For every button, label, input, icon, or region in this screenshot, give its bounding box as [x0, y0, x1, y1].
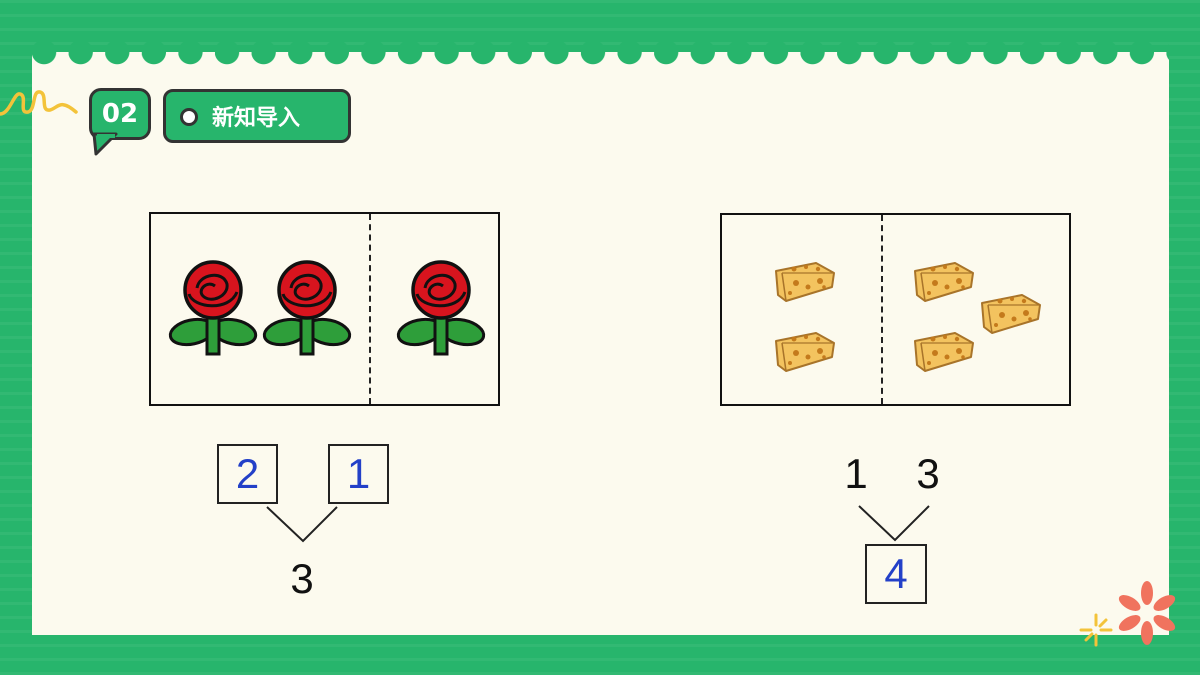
bond-left-part-value: 1 [844, 450, 868, 497]
bond-whole-box[interactable]: 4 [865, 544, 927, 604]
panel-divider [369, 214, 371, 404]
bullet-dot-icon [180, 108, 198, 126]
cheese-icon [978, 291, 1044, 341]
bond-right-part-value: 1 [346, 450, 371, 497]
cheese-icon [911, 259, 977, 309]
sparkle-decoration-icon [1079, 613, 1113, 647]
cheese-icon [772, 259, 838, 309]
cheese-picture-panel [720, 213, 1071, 406]
bond-right-part-value: 3 [916, 450, 940, 497]
rose-icon [261, 260, 353, 364]
panel-divider [881, 215, 883, 404]
bond-whole-value: 4 [884, 550, 908, 597]
section-number: 02 [101, 99, 139, 129]
bond-left-part-box[interactable]: 2 [217, 444, 278, 504]
bond-right-part-box[interactable]: 1 [328, 444, 389, 504]
rose-icon [167, 260, 259, 364]
squiggle-decoration [0, 90, 78, 116]
cheese-icon [911, 329, 977, 379]
bond-connector-lines [266, 506, 338, 543]
section-title-badge: 新知导入 [163, 89, 351, 143]
scalloped-edge [32, 40, 1169, 66]
badge-tail [92, 132, 118, 156]
section-title: 新知导入 [212, 106, 301, 131]
bond-left-part-value: 2 [235, 450, 260, 497]
section-number-badge: 02 [89, 88, 151, 140]
rose-icon [395, 260, 487, 364]
bond-whole-value: 3 [290, 555, 314, 602]
flower-decoration-icon [1118, 581, 1176, 645]
bond-connector-lines [858, 505, 930, 542]
cheese-icon [772, 329, 838, 379]
rose-picture-panel [149, 212, 500, 406]
